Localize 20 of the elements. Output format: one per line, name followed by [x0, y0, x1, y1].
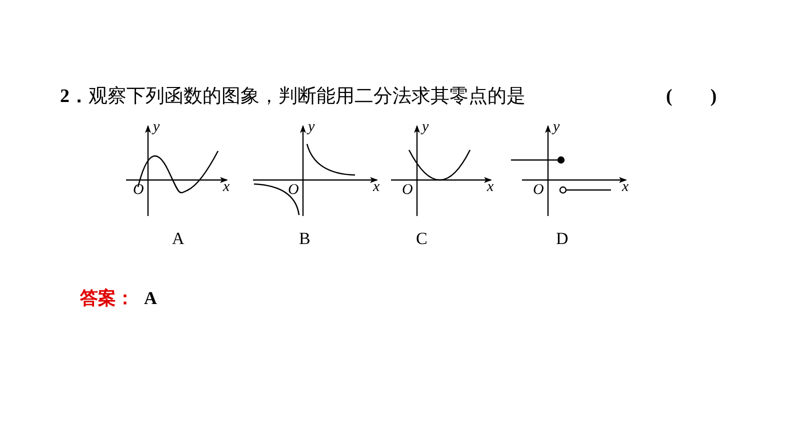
question-text: 2．观察下列函数的图象，判断能用二分法求其零点的是	[60, 87, 526, 106]
option-label: C	[416, 230, 428, 247]
axis-label: x	[373, 180, 380, 195]
origin-label: O	[133, 183, 144, 198]
axis-label: x	[223, 180, 230, 195]
origin-label: O	[402, 183, 413, 198]
axis-label: y	[422, 120, 429, 135]
axis-label: y	[153, 120, 160, 135]
axis-label: y	[308, 120, 315, 135]
option-label: D	[556, 230, 568, 247]
origin-label: O	[288, 183, 299, 198]
answer-label: 答案：	[80, 289, 134, 307]
axis-label: y	[553, 120, 560, 135]
answer-text: A	[144, 289, 157, 307]
option-label: B	[299, 230, 310, 247]
origin-label: O	[533, 183, 544, 198]
answer-bracket: ( )	[666, 87, 717, 106]
axis-label: x	[487, 180, 494, 195]
option-label: A	[172, 230, 184, 247]
axis-label: x	[622, 180, 629, 195]
